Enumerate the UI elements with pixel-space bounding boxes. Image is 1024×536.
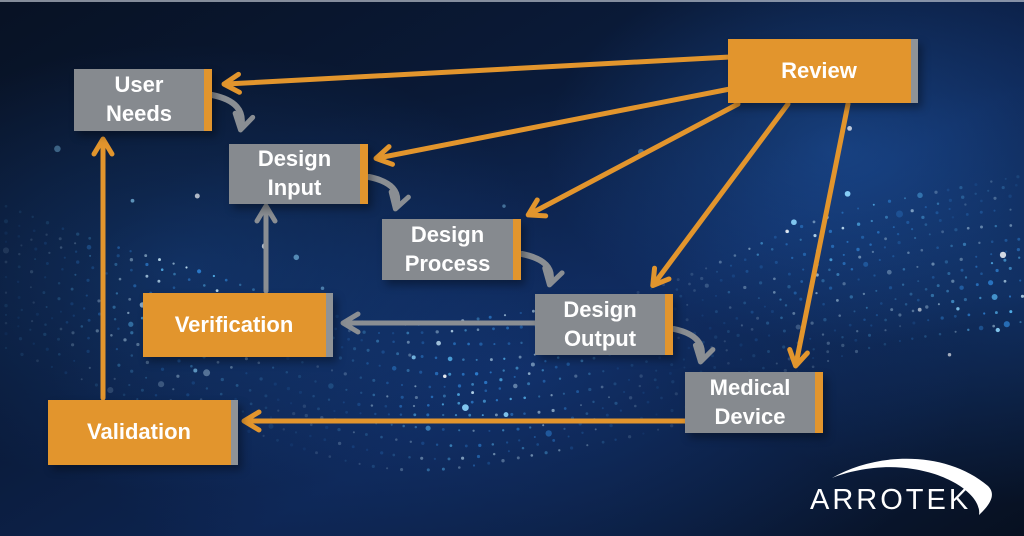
arrow-review-to-design-process xyxy=(525,101,741,219)
node-verification: Verification xyxy=(143,293,333,357)
node-medical-device: Medical Device xyxy=(685,372,823,433)
top-edge-line xyxy=(0,0,1024,2)
arrotek-logo: ARROTEK xyxy=(800,448,1014,528)
node-review: Review xyxy=(728,39,918,103)
arrow-design-output-to-medical-device xyxy=(671,326,716,365)
arrow-design-process-to-design-output xyxy=(519,251,565,288)
node-design-input: Design Input xyxy=(229,144,368,204)
logo-text: ARROTEK xyxy=(810,484,972,516)
node-user-needs: User Needs xyxy=(74,69,212,131)
arrow-design-input-to-design-process xyxy=(366,174,411,212)
arrow-review-to-medical-device xyxy=(787,101,851,369)
arrow-user-needs-to-design-input xyxy=(209,92,256,133)
node-validation: Validation xyxy=(48,400,238,465)
logo-swoosh-icon xyxy=(832,458,992,515)
arrow-review-to-user-needs xyxy=(221,54,733,95)
node-design-process: Design Process xyxy=(382,219,521,280)
arrow-review-to-design-input xyxy=(373,86,733,167)
arrow-review-to-design-output xyxy=(650,101,791,289)
node-design-output: Design Output xyxy=(535,294,673,355)
